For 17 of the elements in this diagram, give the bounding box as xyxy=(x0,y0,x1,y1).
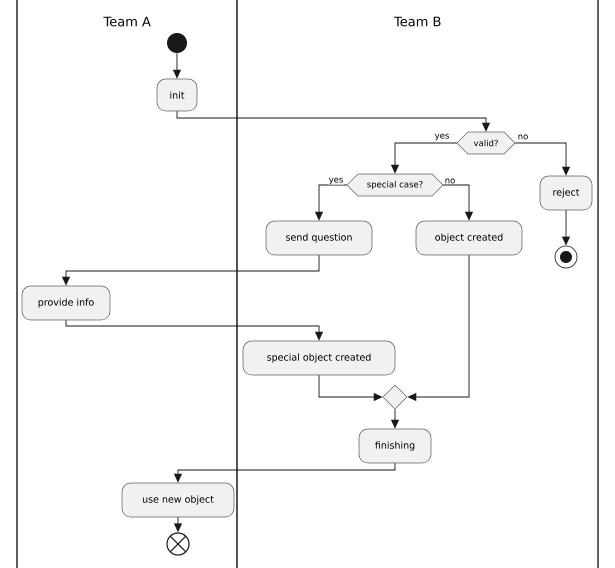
edge-label: no xyxy=(444,178,456,184)
edge-label: yes xyxy=(434,133,450,141)
activity-box: finishing xyxy=(358,428,432,464)
stop-symbol xyxy=(554,246,578,268)
activity-box: send question xyxy=(266,220,372,256)
activity-box: init xyxy=(156,78,198,112)
activity-box: provide info xyxy=(22,286,110,320)
activity-box: reject xyxy=(540,176,592,210)
edge-label: yes xyxy=(328,177,344,185)
activity-box: use new object xyxy=(122,482,234,518)
activity-box: object created xyxy=(416,220,522,256)
start-dot xyxy=(167,33,187,53)
activity-box: special object created xyxy=(242,340,396,376)
end-symbol xyxy=(166,532,190,556)
decision-hexagon: valid? xyxy=(456,132,516,154)
edge-label: no xyxy=(517,134,529,140)
merge-diamond xyxy=(382,384,408,410)
